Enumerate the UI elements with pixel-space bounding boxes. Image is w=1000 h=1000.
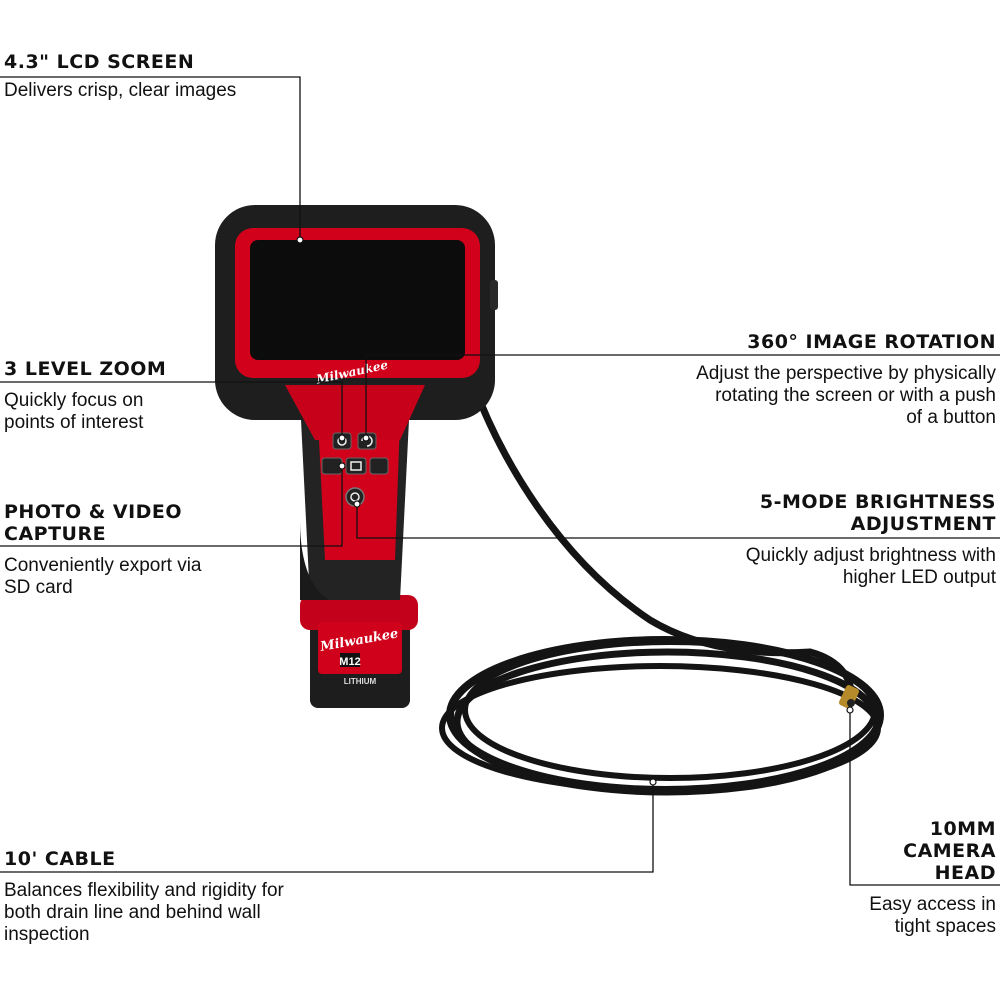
feature-title: 4.3" LCD SCREEN: [4, 51, 195, 73]
feature-desc: Balances flexibility and rigidity for bo…: [4, 880, 284, 945]
feature-desc: Delivers crisp, clear images: [4, 80, 237, 101]
battery-model: M12: [339, 656, 360, 668]
capture-button: [345, 457, 367, 475]
capture-icon: [350, 461, 362, 471]
feature-capture: PHOTO & VIDEO CAPTURE Conveniently expor…: [4, 501, 219, 599]
feature-title: 10' CABLE: [4, 848, 116, 870]
feature-title: 5-MODE BRIGHTNESS ADJUSTMENT: [759, 491, 996, 535]
feature-desc: Easy access in tight spaces: [869, 894, 996, 937]
inspection-cable: [439, 371, 884, 796]
feature-desc: Quickly adjust brightness with higher LE…: [745, 545, 996, 588]
feature-title: 360° IMAGE ROTATION: [747, 331, 996, 353]
feature-zoom: 3 LEVEL ZOOM Quickly focus on points of …: [4, 358, 194, 434]
feature-lcd-screen: 4.3" LCD SCREEN Delivers crisp, clear im…: [4, 51, 294, 102]
feature-desc: Quickly focus on points of interest: [4, 390, 144, 433]
feature-rotation: 360° IMAGE ROTATION Adjust the perspecti…: [696, 331, 996, 429]
feature-desc: Conveniently export via SD card: [4, 555, 202, 598]
feature-title: 10MM CAMERA HEAD: [903, 818, 996, 884]
battery-pack: Milwaukee M12 LITHIUM: [300, 595, 418, 708]
feature-desc: Adjust the perspective by physically rot…: [696, 363, 996, 428]
feature-title: PHOTO & VIDEO CAPTURE: [4, 501, 183, 545]
menu-button: [369, 457, 389, 475]
feature-camera-head: 10MM CAMERA HEAD Easy access in tight sp…: [846, 818, 996, 938]
callout-lines: [0, 76, 1000, 886]
feature-brightness: 5-MODE BRIGHTNESS ADJUSTMENT Quickly adj…: [736, 491, 996, 589]
battery-type: LITHIUM: [344, 677, 377, 686]
feature-cable: 10' CABLE Balances flexibility and rigid…: [4, 848, 324, 946]
device-head: Milwaukee: [215, 205, 498, 440]
power-icon: [350, 492, 360, 502]
callout-dots: [296, 236, 854, 786]
feature-title: 3 LEVEL ZOOM: [4, 358, 167, 380]
camera-head: [838, 685, 860, 709]
